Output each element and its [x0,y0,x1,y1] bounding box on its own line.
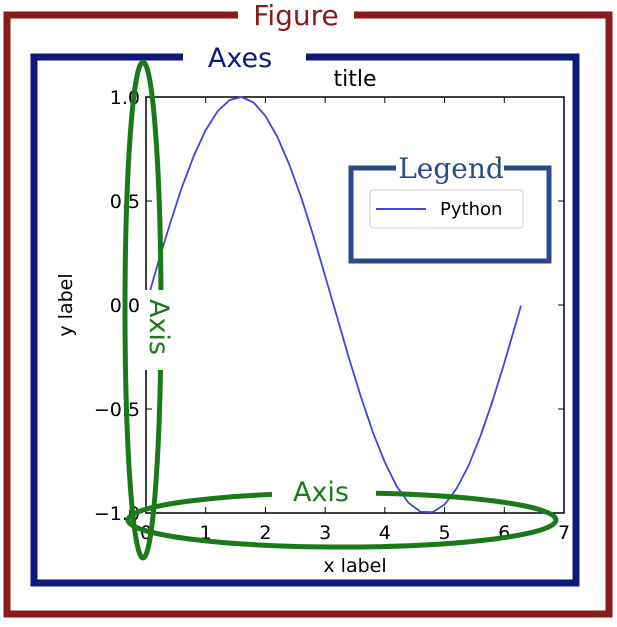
axes-frame-border [30,53,580,587]
figure-frame-border [3,11,613,618]
y-axis-annotation-label: Axis [143,299,174,355]
axes-label: Axes [208,43,272,74]
legend-box [369,189,524,229]
legend-annotation-bracket [348,165,552,264]
axis-annotations: Axis Axis [122,59,559,561]
legend-annotation-label: Legend [398,152,504,185]
x-tick-label: 7 [558,522,570,544]
x-tick-label: 5 [439,522,451,544]
axes-frame: Axes [30,43,580,587]
x-axis-annotation-label: Axis [293,477,349,508]
chart-title: title [333,67,376,92]
x-tick-label: 4 [379,522,391,544]
x-axis-label-gap [272,478,376,502]
y-tick-label: −0.5 [94,399,140,421]
legend-annotation: Legend [348,152,552,264]
series-line-python [145,96,522,514]
x-tick-label: 2 [259,522,271,544]
legend: Python [369,189,524,229]
y-axis-label-gap [144,290,176,370]
legend-label-python: Python [440,199,502,220]
figure-label: Figure [253,0,339,32]
y-axis-label: y label [55,273,77,336]
x-tick-label: 3 [319,522,331,544]
x-axis-label: x label [323,555,386,577]
figure-frame: Figure [3,0,613,618]
